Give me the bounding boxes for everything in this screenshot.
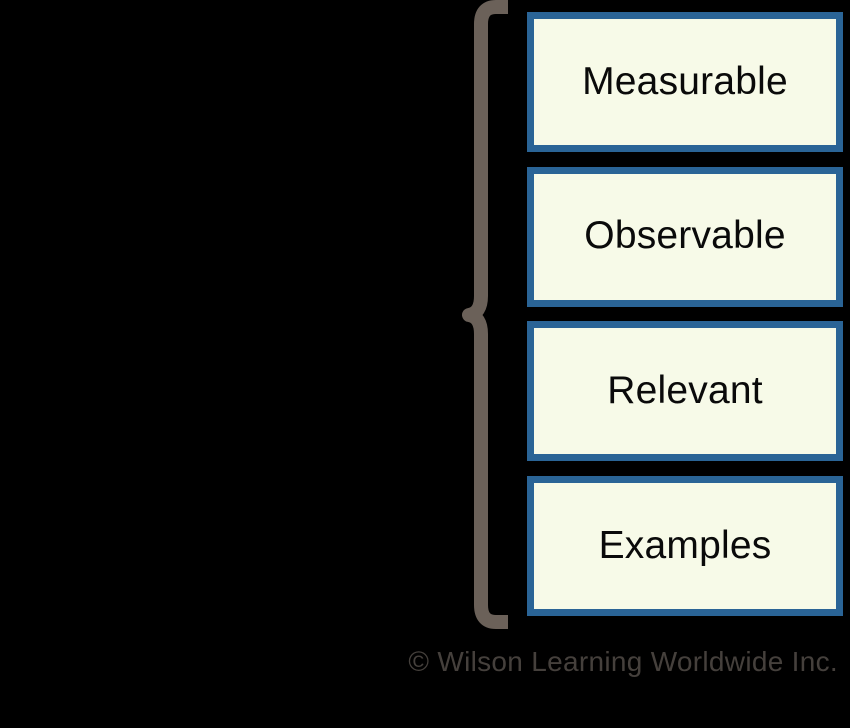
- concept-box-list: Measurable Observable Relevant Examples: [527, 12, 843, 616]
- concept-box-label: Examples: [598, 523, 772, 567]
- concept-box-label: Observable: [584, 214, 786, 258]
- concept-box-examples[interactable]: Examples: [527, 475, 843, 616]
- concept-box-label: Measurable: [582, 59, 788, 103]
- concept-box-label: Relevant: [607, 368, 763, 412]
- copyright-notice: © Wilson Learning Worldwide Inc.: [408, 646, 838, 677]
- concept-box-observable[interactable]: Observable: [527, 166, 843, 307]
- concept-box-relevant[interactable]: Relevant: [527, 321, 843, 462]
- concept-box-measurable[interactable]: Measurable: [527, 12, 843, 152]
